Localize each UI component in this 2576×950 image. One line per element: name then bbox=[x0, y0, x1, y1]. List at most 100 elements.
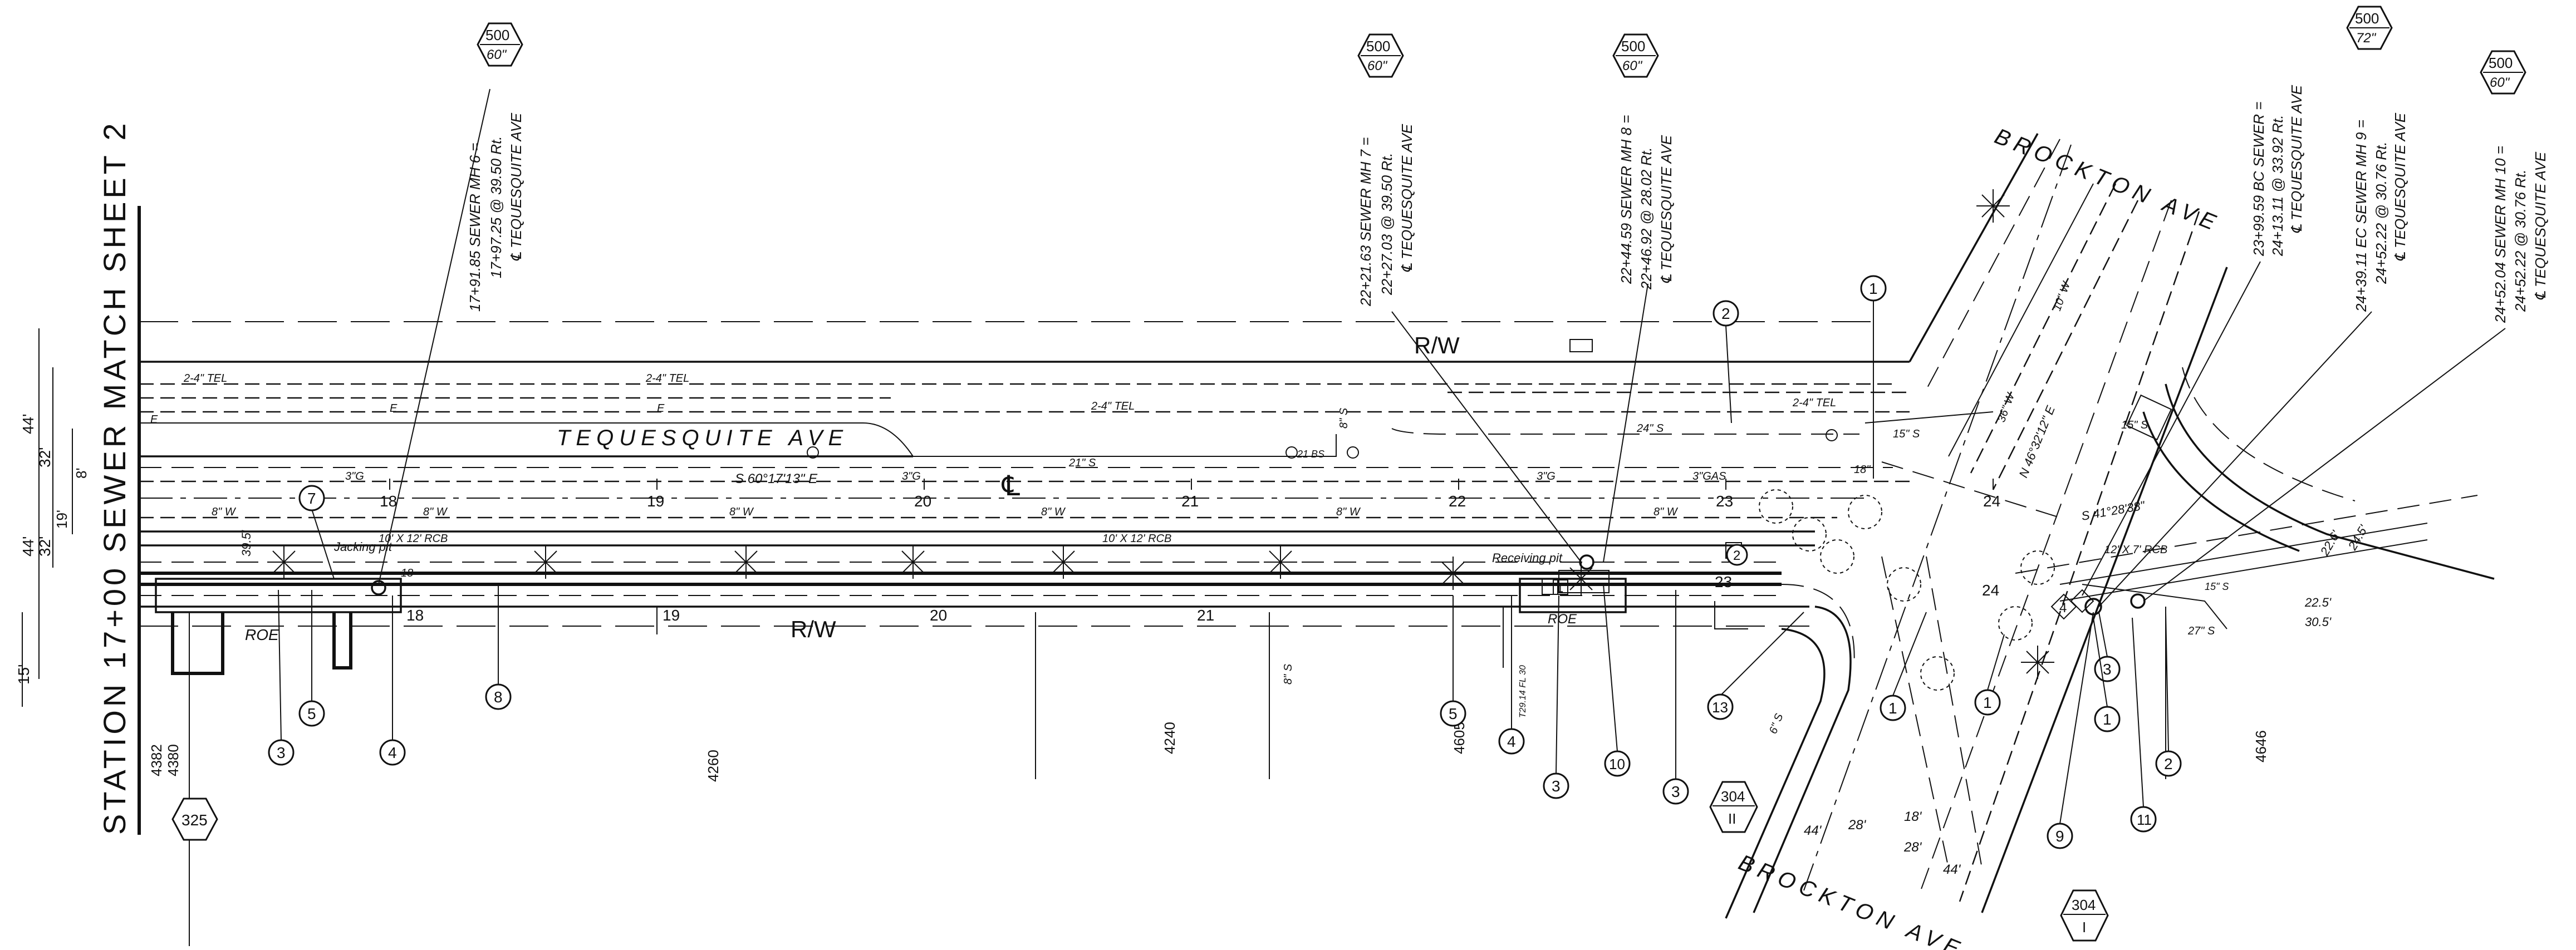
hex-ref-304-ii: 304 II bbox=[1709, 781, 1758, 833]
sta-19-low: 19 bbox=[663, 607, 680, 624]
sta-20: 20 bbox=[914, 493, 931, 510]
tequesquite-street-lines bbox=[139, 321, 1910, 627]
sta-23: 23 bbox=[1716, 493, 1733, 510]
callout-13: 13 bbox=[1712, 699, 1728, 716]
manhole-note-mh9: 500 72" 24+39.11 EC SEWER MH 9 = 24+52.2… bbox=[2098, 6, 2408, 607]
dim-32-bot: 32' bbox=[36, 536, 53, 557]
util-water-2: 8" W bbox=[423, 506, 448, 518]
util-rcb-2: 10' X 12' RCB bbox=[1102, 533, 1171, 545]
callout-3a: 3 bbox=[277, 744, 286, 761]
receiving-pit-label: Receiving pit bbox=[1492, 551, 1563, 565]
callout-1d: 1 bbox=[2103, 711, 2112, 728]
jacking-pit-label: Jacking pit bbox=[333, 540, 392, 554]
dim-44-top: 44' bbox=[19, 414, 37, 435]
bearing-main: S 60°17'13" E bbox=[735, 471, 818, 486]
mh8-hex-bottom: 60" bbox=[1622, 58, 1643, 73]
callout-3c: 3 bbox=[1671, 783, 1680, 800]
bearing-cross: N 46°32'12" E bbox=[2016, 403, 2058, 480]
roe-label-left: ROE bbox=[245, 626, 279, 643]
sta-21: 21 bbox=[1181, 493, 1199, 510]
util-e-1: E bbox=[150, 414, 158, 426]
mh6-line2: 17+97.25 @ 39.50 Rt. bbox=[488, 136, 504, 278]
mh7-hex-top: 500 bbox=[1366, 38, 1390, 55]
callout-4c: 4 bbox=[2059, 600, 2067, 616]
util-tel-2: 2-4" TEL bbox=[645, 372, 689, 385]
util-dim-245: 24.5' bbox=[2345, 523, 2371, 553]
mh6-line1: 17+91.85 SEWER MH 6 = bbox=[467, 143, 483, 312]
mh10-line2: 24+52.22 @ 30.76 Rt. bbox=[2512, 169, 2529, 312]
util-dim-22: 22.5' bbox=[2304, 595, 2332, 609]
util-sewer-8v: 8" S bbox=[1338, 407, 1350, 429]
elev-4605: 4605 bbox=[1451, 722, 1468, 754]
mh9-hex-bottom: 72" bbox=[2356, 31, 2377, 46]
brockton-bottom: BROCKTON AVE bbox=[1735, 850, 1968, 950]
mh7-hex-bottom: 60" bbox=[1367, 58, 1388, 73]
callout-3b: 3 bbox=[1552, 777, 1561, 795]
util-d21: 21 BS bbox=[1297, 449, 1324, 460]
sta-22: 22 bbox=[1449, 493, 1466, 510]
manhole-note-mh10: 500 60" 24+52.04 SEWER MH 10 = 24+52.22 … bbox=[2143, 50, 2549, 602]
mh9-hex-top: 500 bbox=[2355, 10, 2379, 27]
mh10-line1: 24+52.04 SEWER MH 10 = bbox=[2492, 146, 2509, 323]
manhole-note-mh8: 500 60" 22+44.59 SEWER MH 8 = 22+46.92 @… bbox=[1603, 33, 1675, 563]
mh7-line2: 22+27.03 @ 39.50 Rt. bbox=[1378, 152, 1395, 296]
util-dim-28b: 28' bbox=[1903, 840, 1922, 855]
utility-labels: 2-4" TEL 2-4" TEL 2-4" TEL 2-4" TEL E E … bbox=[150, 279, 2371, 877]
callout-4b: 4 bbox=[1507, 733, 1516, 750]
callout-11: 11 bbox=[2137, 811, 2152, 828]
util-sewer-24: 24" S bbox=[1636, 422, 1664, 435]
util-rcb-1: 10' X 12' RCB bbox=[379, 533, 448, 545]
util-water-6: 8" W bbox=[1653, 506, 1679, 518]
shrub-symbols bbox=[1759, 489, 2055, 691]
manhole-note-mh6: 500 60" 17+91.85 SEWER MH 6 = 17+97.25 @… bbox=[378, 22, 524, 585]
util-tel-4: 2-4" TEL bbox=[1792, 397, 1836, 409]
sta-24: 24 bbox=[1983, 493, 2000, 510]
util-sewer-21: 21" S bbox=[1068, 457, 1096, 469]
util-gas-2: 3"G bbox=[902, 470, 921, 483]
util-rcb-15: 15" S bbox=[2205, 581, 2229, 592]
sta-23-low: 23 bbox=[1715, 573, 1732, 590]
callout-1c: 1 bbox=[1983, 694, 1992, 711]
centerline-label: ℄ bbox=[1001, 470, 1020, 501]
elevation-labels: 4382 4380 4260 4240 4605 4646 bbox=[148, 722, 2269, 782]
util-d18: 18 bbox=[401, 567, 413, 579]
bc-line2: 24+13.11 @ 33.92 Rt. bbox=[2269, 115, 2286, 257]
hex-304ii-bottom: II bbox=[1728, 810, 1736, 827]
mh10-hex-bottom: 60" bbox=[2490, 75, 2510, 90]
mh7-line3: ℄ TEQUESQUITE AVE bbox=[1399, 124, 1415, 273]
sta-20-low: 20 bbox=[930, 607, 947, 624]
elev-4260: 4260 bbox=[705, 750, 722, 782]
sta-24-low: 24 bbox=[1982, 582, 1999, 599]
util-gas-4: 3"GAS bbox=[1692, 470, 1726, 483]
station-ticks: 18 19 20 21 22 23 24 18 19 20 21 23 24 bbox=[380, 479, 2000, 624]
callout-9: 9 bbox=[2055, 828, 2064, 845]
mh8-line2: 22+46.92 @ 28.02 Rt. bbox=[1638, 147, 1655, 290]
util-dim-28a: 28' bbox=[1848, 818, 1867, 833]
callout-1e: 1 bbox=[1557, 581, 1563, 595]
callout-2b: 2 bbox=[2164, 755, 2173, 772]
util-gas-1: 3"G bbox=[345, 470, 364, 483]
mh8-line3: ℄ TEQUESQUITE AVE bbox=[1658, 135, 1675, 284]
callout-4a: 4 bbox=[388, 744, 397, 761]
util-sewer-15: 15" S bbox=[1893, 428, 1920, 440]
util-sewer-8v2: 8" S bbox=[1282, 663, 1294, 685]
hex-304ii-top: 304 bbox=[1721, 788, 1745, 805]
brockton-top: BROCKTON AVE bbox=[1991, 124, 2224, 237]
hex-ref-325: 325 bbox=[171, 798, 218, 841]
mh6-hex-top: 500 bbox=[485, 27, 509, 43]
util-e-2: E bbox=[390, 402, 398, 415]
callout-circles: 7 5 3 4 8 5 4 3 10 3 13 2 bbox=[268, 275, 2182, 849]
callout-1b: 1 bbox=[1888, 700, 1897, 717]
hex-304i-top: 304 bbox=[2072, 897, 2096, 913]
util-e-3: E bbox=[657, 402, 665, 415]
callout-5b: 5 bbox=[1449, 705, 1458, 722]
mh9-line2: 24+52.22 @ 30.76 Rt. bbox=[2373, 141, 2389, 284]
util-dim-44a: 44' bbox=[1804, 823, 1822, 838]
mh9-line3: ℄ TEQUESQUITE AVE bbox=[2392, 112, 2408, 262]
util-dim-44b: 44' bbox=[1943, 862, 1961, 877]
mh7-line1: 22+21.63 SEWER MH 7 = bbox=[1357, 137, 1374, 307]
callout-2c: 2 bbox=[1733, 548, 1740, 563]
util-sewer-18: 18" bbox=[1854, 464, 1871, 476]
mh10-line3: ℄ TEQUESQUITE AVE bbox=[2532, 151, 2549, 301]
